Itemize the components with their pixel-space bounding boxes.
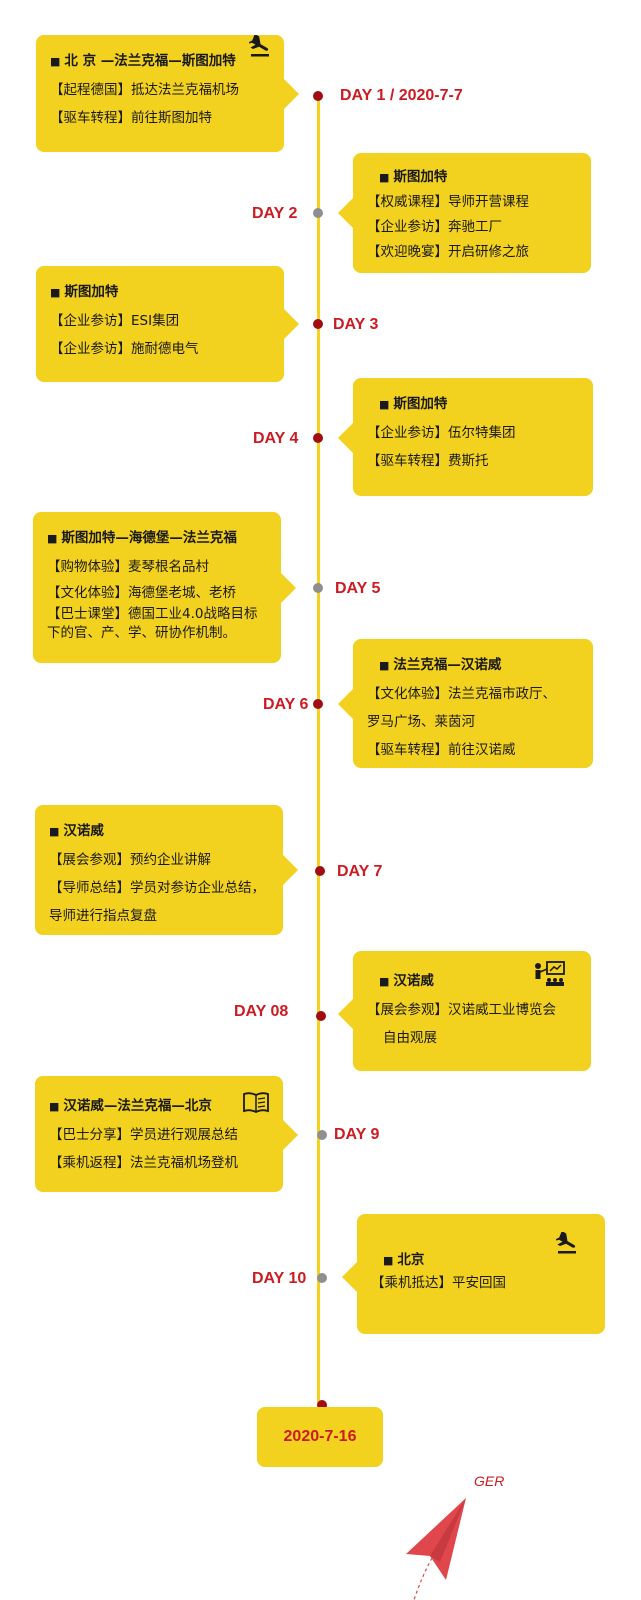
day-activity: 【文化体验】法兰克福市政厅、: [367, 686, 556, 702]
day6-dot: [313, 699, 323, 709]
day-activity: 【驱车转程】前往汉诺威: [367, 742, 516, 758]
timeline-line: [317, 96, 320, 1406]
day6-card: ■法兰克福—汉诺威 【文化体验】法兰克福市政厅、 罗马广场、莱茵河 【驱车转程】…: [338, 639, 593, 768]
day2-card: ■斯图加特 【权威课程】导师开营课程 【企业参访】奔驰工厂 【欢迎晚宴】开启研修…: [338, 153, 591, 273]
day5-card: ■斯图加特—海德堡—法兰克福 【购物体验】麦琴根名品村 【文化体验】海德堡老城、…: [33, 512, 296, 663]
day9-dot: [317, 1130, 327, 1140]
day-title: ■汉诺威: [49, 823, 104, 839]
card-pointer: [338, 689, 353, 719]
card-pointer: [342, 1262, 357, 1292]
card-pointer: [283, 1120, 298, 1150]
day4-label: DAY 4: [253, 430, 299, 447]
day9-label: DAY 9: [334, 1126, 380, 1143]
airplane-landing-icon: [248, 35, 269, 57]
card-pointer: [283, 855, 298, 885]
day-activity: 【企业参访】奔驰工厂: [367, 219, 502, 235]
day-activity: 【巴士分享】学员进行观展总结: [49, 1127, 238, 1143]
day9-card: ■汉诺威—法兰克福—北京 【巴士分享】学员进行观展总结 【乘机返程】法兰克福机场…: [35, 1076, 298, 1192]
day-activity: 【驱车转程】前往斯图加特: [50, 110, 212, 126]
day7-card: ■汉诺威 【展会参观】预约企业讲解 【导师总结】学员对参访企业总结， 导师进行指…: [35, 805, 298, 935]
day-title: ■北 京 —法兰克福—斯图加特: [50, 53, 236, 69]
day8-dot: [316, 1011, 326, 1021]
day-activity: 【起程德国】抵达法兰克福机场: [50, 82, 239, 98]
day-activity: 【展会参观】汉诺威工业博览会: [367, 1002, 556, 1018]
card-pointer: [338, 999, 353, 1029]
day-title: ■北京: [383, 1252, 425, 1268]
day-activity: 【权威课程】导师开营课程: [367, 194, 529, 210]
day-activity: 【乘机抵达】平安回国: [371, 1275, 506, 1291]
day1-card: ■北 京 —法兰克福—斯图加特 【起程德国】抵达法兰克福机场 【驱车转程】前往斯…: [36, 35, 299, 152]
day1-dot: [313, 91, 323, 101]
day10-card: ■北京 【乘机抵达】平安回国: [342, 1214, 605, 1334]
day-activity: 【企业参访】ESI集团: [50, 313, 180, 329]
end-dot: [317, 1400, 327, 1410]
day-activity: 【展会参观】预约企业讲解: [49, 852, 211, 868]
day-activity: 【导师总结】学员对参访企业总结，: [49, 880, 265, 896]
end-date-box: 2020-7-16: [257, 1407, 383, 1467]
day7-label: DAY 7: [337, 863, 383, 880]
day5-dot: [313, 583, 323, 593]
day10-dot: [317, 1273, 327, 1283]
day3-dot: [313, 319, 323, 329]
card-pointer: [284, 309, 299, 339]
day6-label: DAY 6: [263, 696, 309, 713]
paper-plane-icon: [406, 1498, 466, 1600]
day-activity: 导师进行指点复盘: [49, 908, 157, 924]
card-pointer: [338, 198, 353, 228]
day-activity: 【乘机返程】法兰克福机场登机: [49, 1155, 238, 1171]
day-title: ■斯图加特: [50, 284, 119, 300]
day-title: ■汉诺威—法兰克福—北京: [49, 1098, 212, 1114]
card-pointer: [281, 573, 296, 603]
day7-dot: [315, 866, 325, 876]
card-pointer: [338, 423, 353, 453]
day1-label: DAY 1 / 2020-7-7: [340, 87, 463, 104]
day2-label: DAY 2: [252, 205, 298, 222]
day-title: ■法兰克福—汉诺威: [379, 657, 502, 673]
airplane-landing-icon: [555, 1232, 576, 1254]
day8-label: DAY 08: [234, 1003, 289, 1020]
day3-card: ■斯图加特 【企业参访】ESI集团 【企业参访】施耐德电气: [36, 266, 299, 382]
day-title: ■斯图加特—海德堡—法兰克福: [47, 530, 237, 546]
ger-label: GER: [474, 1473, 505, 1489]
day-activity: 【欢迎晚宴】开启研修之旅: [367, 244, 529, 260]
presentation-icon: [535, 961, 565, 986]
end-date: 2020-7-16: [283, 1428, 357, 1445]
day-activity: 罗马广场、莱茵河: [367, 714, 475, 730]
day-activity: 【企业参访】伍尔特集团: [367, 425, 516, 441]
day8-card: ■汉诺威 【展会参观】汉诺威工业博览会 自由观展: [338, 951, 591, 1071]
day5-label: DAY 5: [335, 580, 381, 597]
day-activity: 【驱车转程】费斯托: [367, 453, 489, 469]
day10-label: DAY 10: [252, 1270, 307, 1287]
book-icon: [243, 1092, 269, 1114]
day-title: ■斯图加特: [379, 169, 448, 185]
card-pointer: [284, 79, 299, 109]
day-title: ■斯图加特: [379, 396, 448, 412]
day-activity: 【文化体验】海德堡老城、老桥: [47, 585, 236, 601]
day4-card: ■斯图加特 【企业参访】伍尔特集团 【驱车转程】费斯托: [338, 378, 593, 496]
day-activity: 【购物体验】麦琴根名品村: [47, 559, 209, 575]
day3-label: DAY 3: [333, 316, 379, 333]
day-title: ■汉诺威: [379, 973, 434, 989]
day4-dot: [313, 433, 323, 443]
day-activity: 【巴士课堂】德国工业4.0战略目标下的官、产、学、研协作机制。: [47, 606, 258, 641]
day-activity: 自由观展: [383, 1030, 437, 1046]
day-activity: 【企业参访】施耐德电气: [50, 341, 199, 357]
day2-dot: [313, 208, 323, 218]
